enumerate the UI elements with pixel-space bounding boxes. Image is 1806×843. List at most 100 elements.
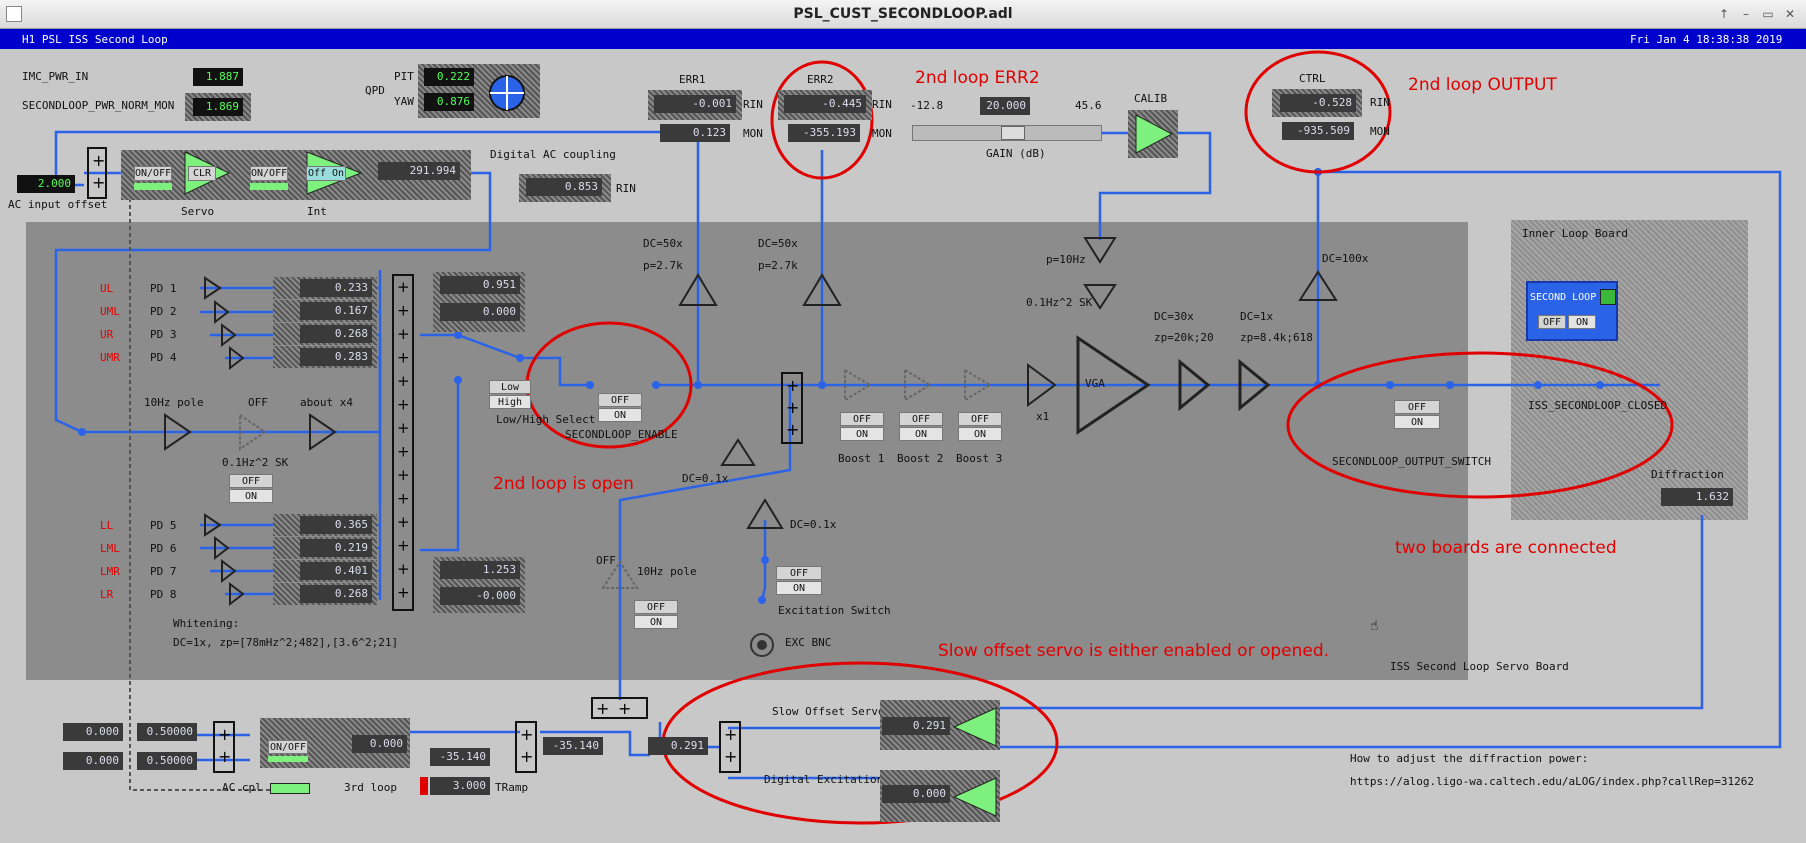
help-label: How to adjust the diffraction power: [1350, 752, 1589, 765]
bottom-gain-1[interactable]: 0.50000 [137, 723, 197, 741]
plus-sign: + [397, 513, 410, 531]
annotation-open: 2nd loop is open [493, 474, 634, 494]
boost1-off-button[interactable]: OFF [840, 412, 884, 426]
digital-excitation-readout: 0.000 [882, 785, 950, 803]
whitening-label: Whitening: [173, 617, 240, 630]
inner-loop-title: Inner Loop Board [1522, 227, 1628, 240]
plus-sign: + [397, 325, 410, 343]
bottom-input-2[interactable]: 0.000 [63, 752, 123, 770]
err1-rin-readout: -0.001 [654, 95, 736, 113]
ac-offset-label: AC input offset [8, 198, 108, 211]
pd-tag: LL [100, 519, 114, 532]
plus-sign: + [397, 419, 410, 437]
help-link[interactable]: https://alog.ligo-wa.caltech.edu/aLOG/in… [1350, 775, 1754, 788]
ac-cpl-led [270, 783, 310, 794]
dc01-label-b: DC=0.1x [790, 518, 837, 531]
window-menu-icon[interactable] [6, 6, 22, 22]
pole-10hz-b: 10Hz pole [637, 565, 697, 578]
enable-on-button[interactable]: ON [598, 408, 642, 422]
pole10-on-button[interactable]: ON [634, 615, 678, 629]
low-high-label: Low/High Select [496, 413, 596, 426]
pd-tag: LR [100, 588, 114, 601]
pd-readout: 0.268 [300, 325, 372, 343]
third-loop-readout: 0.000 [352, 735, 407, 753]
third-loop-onoff-button[interactable]: ON/OFF [268, 740, 308, 754]
bottom-input-1[interactable]: 0.000 [63, 723, 123, 741]
clr-button[interactable]: CLR [188, 166, 216, 181]
boost2-label: Boost 2 [897, 452, 944, 465]
second-loop-off-button[interactable]: OFF [1538, 315, 1566, 329]
boost2-off-button[interactable]: OFF [899, 412, 943, 426]
x1-label: x1 [1036, 410, 1050, 423]
sk-on-button[interactable]: ON [229, 489, 273, 503]
err1-label: ERR1 [679, 73, 706, 86]
plus-sign: + [596, 699, 609, 718]
tramp-alarm-led [420, 777, 428, 795]
plus-sign: + [786, 398, 799, 417]
output-off-button[interactable]: OFF [1394, 400, 1440, 414]
gain-min-label: -12.8 [910, 99, 944, 112]
pole10-off-button[interactable]: OFF [634, 600, 678, 614]
plus-sign: + [397, 490, 410, 508]
ac-offset-input[interactable]: 2.000 [17, 175, 75, 193]
ctrl-label: CTRL [1299, 72, 1326, 85]
plus-sign: + [397, 584, 410, 602]
boost3-on-button[interactable]: ON [958, 427, 1002, 441]
tramp-input[interactable]: 3.000 [430, 777, 490, 795]
summing-junctions [87, 147, 803, 773]
sk-off-button[interactable]: OFF [229, 474, 273, 488]
plus-sign: + [397, 443, 410, 461]
second-loop-indicator: SECOND LOOP OFF ON [1526, 281, 1618, 341]
low-select-button[interactable]: Low [489, 380, 531, 394]
pd-readout: 0.268 [300, 585, 372, 603]
gain-max-label: 45.6 [1075, 99, 1102, 112]
sum-upper-readout-1: 0.951 [440, 276, 520, 294]
p27-label-b: p=2.7k [758, 259, 798, 272]
dc50-label-a: DC=50x [643, 237, 683, 250]
about-x4-label: about x4 [300, 396, 353, 409]
output-switch-label: SECONDLOOP_OUTPUT_SWITCH [1332, 455, 1491, 468]
ctrl-mon-unit: MON [1370, 125, 1390, 138]
err2-rin-readout: -0.445 [784, 95, 866, 113]
boost3-off-button[interactable]: OFF [958, 412, 1002, 426]
bottom-gain-2[interactable]: 0.50000 [137, 752, 197, 770]
sum-out-readout: -35.140 [543, 737, 603, 755]
window-title: PSL_CUST_SECONDLOOP.adl [793, 6, 1013, 22]
second-loop-on-button[interactable]: ON [1568, 315, 1596, 329]
exc-switch-label: Excitation Switch [778, 604, 891, 617]
sk-vga-label: 0.1Hz^2 SK [1026, 296, 1093, 309]
third-loop-led [268, 756, 308, 762]
plus-sign: + [520, 725, 533, 744]
window-close-icon[interactable]: ✕ [1784, 7, 1796, 21]
boost1-on-button[interactable]: ON [840, 427, 884, 441]
gain-slider-handle[interactable] [1001, 126, 1025, 140]
pd-tag: UL [100, 282, 114, 295]
calib-amp-icon [1135, 114, 1174, 154]
output-on-button[interactable]: ON [1394, 415, 1440, 429]
ctrl-mon-readout: -935.509 [1282, 122, 1354, 140]
gain-slider[interactable] [912, 125, 1102, 141]
pit-readout: 0.222 [424, 68, 474, 86]
pd-readout: 0.233 [300, 279, 372, 297]
boost2-on-button[interactable]: ON [899, 427, 943, 441]
exc-on-button[interactable]: ON [776, 581, 822, 595]
servo-board-panel [26, 222, 1468, 680]
window-minimize-icon[interactable]: – [1743, 7, 1749, 21]
window-up-icon[interactable]: ↑ [1718, 7, 1730, 21]
offset-input[interactable]: -35.140 [430, 748, 490, 766]
imc-pwr-in-readout: 1.887 [193, 68, 243, 86]
int-offon-toggle[interactable]: Off On [306, 166, 346, 181]
int-label: Int [307, 205, 327, 218]
exc-off-button[interactable]: OFF [776, 566, 822, 580]
window-maximize-icon[interactable]: ▭ [1762, 7, 1774, 21]
board-label: ISS Second Loop Servo Board [1390, 660, 1569, 673]
pd-readout: 0.401 [300, 562, 372, 580]
digital-ac-label: Digital AC coupling [490, 148, 616, 161]
enable-off-button[interactable]: OFF [598, 393, 642, 407]
servo-onoff-button[interactable]: ON/OFF [134, 166, 172, 181]
int-onoff-button[interactable]: ON/OFF [250, 166, 288, 181]
vga-label: VGA [1085, 377, 1105, 390]
second-loop-label: SECOND LOOP [1530, 292, 1597, 303]
high-select-button[interactable]: High [489, 395, 531, 409]
